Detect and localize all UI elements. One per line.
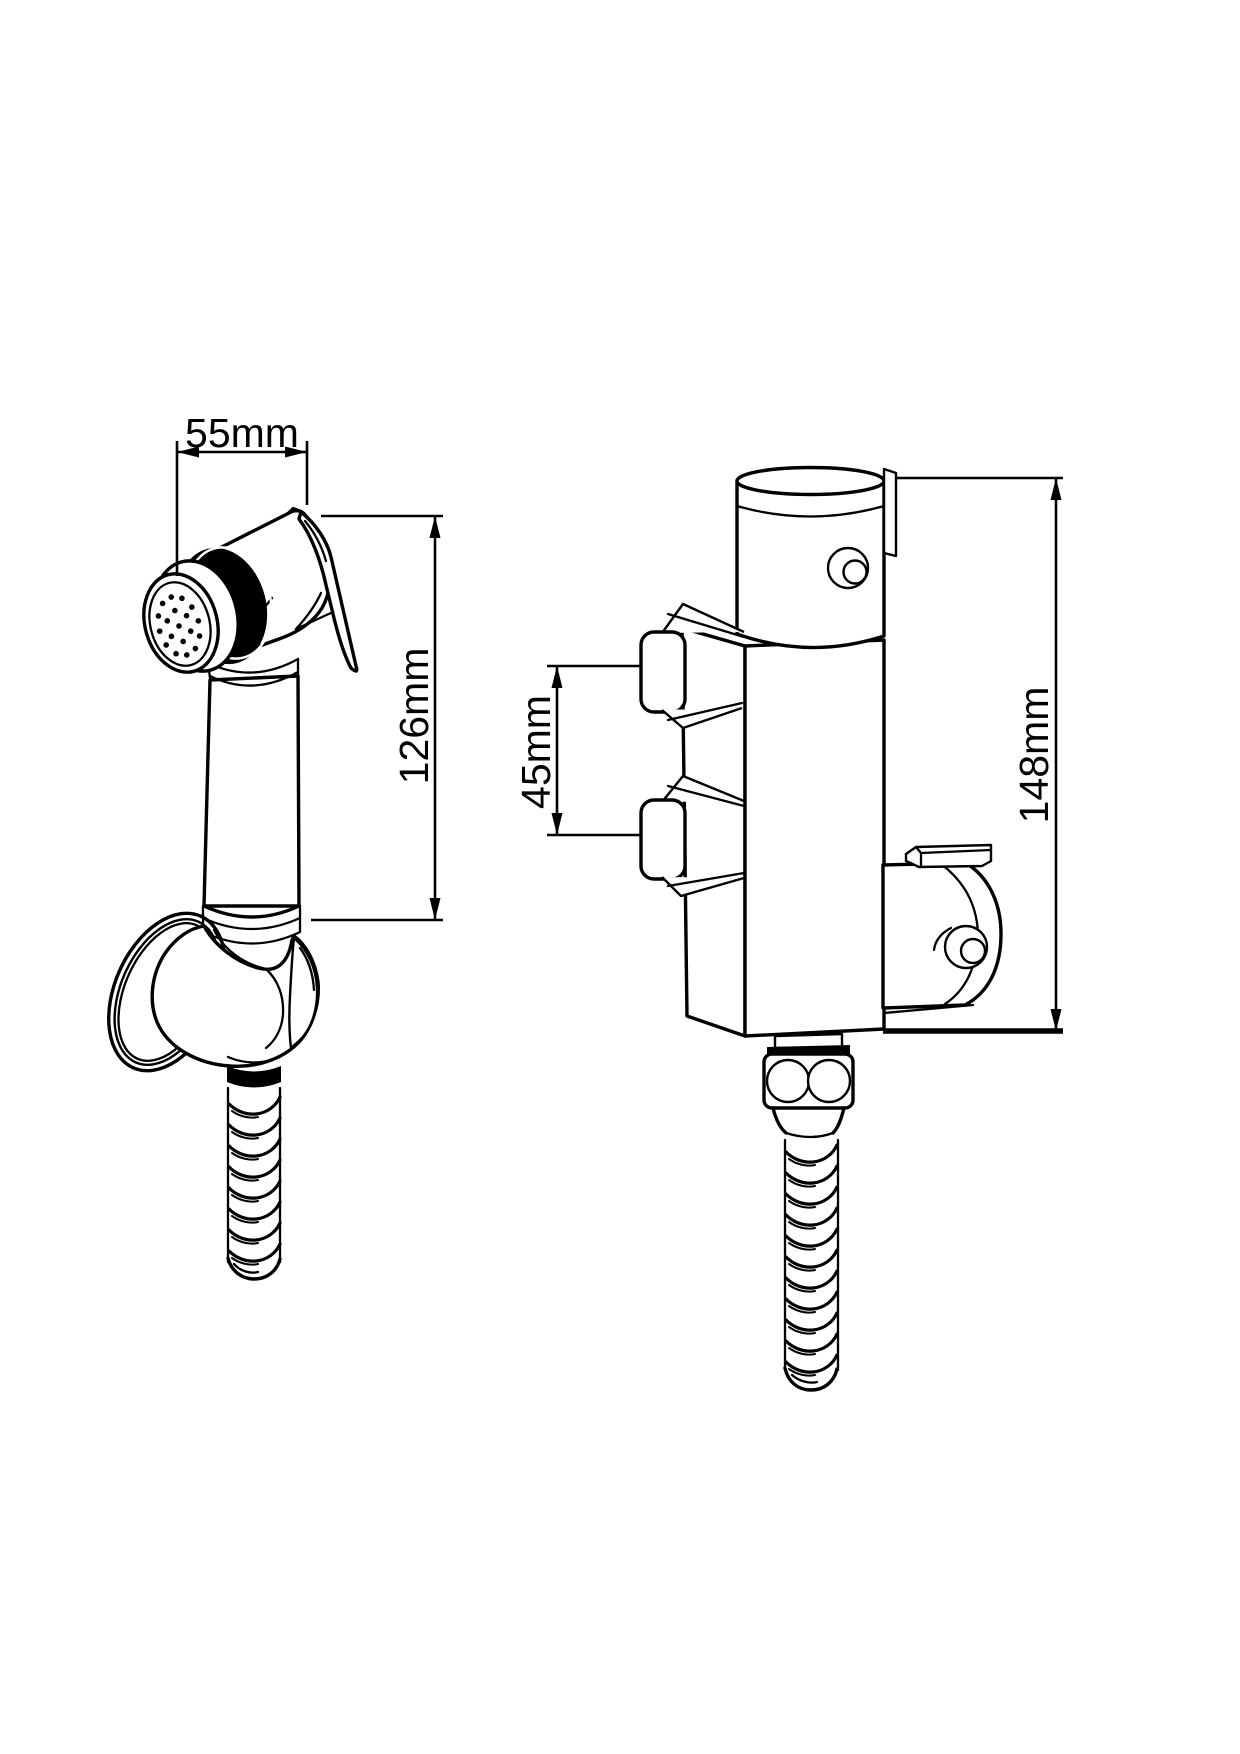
hose-left-end-inner (232, 1262, 260, 1274)
hose-left-end-cap (226, 1256, 282, 1281)
hose-ring (227, 1221, 282, 1246)
inlet-nut-bottom-lower-facet (661, 876, 745, 898)
hose-ring (784, 1164, 839, 1189)
dim-126-arrow-bottom (429, 898, 441, 920)
cradle-seam-line (264, 967, 285, 1050)
inlet-nut-top-facet-line (666, 612, 746, 639)
handle-body (202, 674, 301, 908)
outlet-taper (771, 1106, 846, 1135)
valve-cap (735, 465, 898, 650)
inlet-nut-bottom-face (639, 798, 687, 881)
hose-ring (227, 1116, 282, 1141)
hose-ring (784, 1248, 839, 1273)
cap-button-inner (842, 559, 868, 585)
hose-ring (784, 1332, 839, 1357)
cradle-hook-inner-line (298, 946, 316, 992)
trigger-blade-inner-line (303, 519, 328, 563)
hose-ring (784, 1311, 839, 1336)
hose-left-clamp-band (227, 1066, 281, 1088)
cap-top-ellipse (735, 465, 886, 497)
spray-head (142, 506, 332, 674)
hose-ring (784, 1227, 839, 1252)
spray-holes (155, 594, 203, 658)
outlet-connector (762, 1032, 855, 1139)
inlet-nut-top (639, 602, 746, 730)
dim-45-arrow-top (551, 666, 563, 688)
dim-126-arrow-top (429, 516, 441, 538)
handle-collar-bottom (201, 930, 302, 945)
outlet-taper-bottom (784, 1131, 835, 1139)
inlet-nut-bottom-facet (661, 774, 745, 803)
dim-55-arrow-left (177, 446, 199, 458)
trigger-blade (297, 510, 359, 673)
dim-55mm-label: 55mm (185, 410, 299, 456)
inlet-nut-top-face (639, 630, 687, 714)
drum-tab (904, 843, 993, 869)
hose-ring (227, 1158, 282, 1183)
dim-148-arrow-bottom (1050, 1009, 1062, 1031)
hose-ring (227, 1095, 282, 1120)
inlet-nut-top-lower-line (666, 701, 744, 722)
valve-body-front-face (743, 638, 886, 1038)
hose-right-sides (783, 1138, 840, 1372)
outlet-drum (881, 843, 1003, 1010)
drum-button-arc (932, 926, 953, 952)
trigger-lever (294, 510, 359, 673)
handle-collar-mid (201, 916, 302, 931)
outlet-nut-facet-right (806, 1058, 852, 1104)
inlet-nut-top-lower-facet (661, 706, 743, 730)
dim-valve-height: 148mm (883, 476, 1063, 1034)
handle-collar-top (202, 904, 301, 919)
hose-ring (784, 1206, 839, 1231)
hose-ring (227, 1137, 282, 1162)
drum-tab-lines (914, 845, 993, 869)
hose-left (226, 1055, 282, 1281)
hose-right-end-cap (783, 1366, 839, 1392)
spray-head-crest-notch (286, 506, 303, 515)
dim-head-width: 55mm (175, 410, 309, 576)
hose-right-rings (784, 1143, 839, 1378)
hose-ring (784, 1143, 839, 1168)
hose-right (783, 1138, 840, 1392)
dim-port-spacing: 45mm (513, 664, 642, 837)
hose-ring (784, 1185, 839, 1210)
inlet-nut-top-facet (661, 602, 745, 634)
spray-handle (201, 657, 302, 945)
trigger-flare-curve (294, 591, 323, 631)
dim-148-arrow-top (1050, 478, 1062, 500)
hose-right-end-inner (790, 1373, 819, 1384)
cap-band-line (735, 504, 886, 518)
hose-ring (227, 1200, 282, 1225)
inlet-nut-bottom-lower-line (666, 871, 746, 888)
drum-button-inner (959, 937, 987, 965)
outlet-nut-facet-left (765, 1058, 811, 1104)
hose-ring (227, 1179, 282, 1204)
dim-spray-length: 126mm (311, 514, 443, 922)
cap-cylinder (735, 479, 886, 650)
bracket-cradle (150, 924, 321, 1068)
hose-ring (784, 1290, 839, 1315)
hose-ring (227, 1242, 282, 1267)
dim-126mm-label: 126mm (391, 648, 437, 785)
dim-148mm-label: 148mm (1011, 687, 1057, 824)
cradle-rim-line (212, 928, 268, 971)
trigger-flare-lower (294, 610, 335, 631)
hose-left-clamp-ring (226, 1055, 282, 1064)
hose-left-rings (227, 1095, 282, 1267)
dimensions: 55mm 126mm 45mm 148mm (175, 410, 1063, 1034)
neck-ring-lower (208, 670, 300, 687)
nozzle-face-inner (148, 581, 212, 667)
dim-45mm-label: 45mm (513, 695, 559, 809)
hose-ring (784, 1269, 839, 1294)
inlet-nut-bottom-facet-line (666, 784, 746, 808)
valve-assembly (639, 465, 1003, 1392)
valve-body-left-face (680, 626, 747, 1038)
hose-ring (784, 1353, 839, 1378)
cap-rear-tab (882, 467, 898, 558)
spray-assembly (107, 506, 359, 1281)
dim-45-arrow-bottom (551, 813, 563, 835)
inlet-nut-bottom (639, 774, 746, 898)
dim-55-arrow-right (285, 446, 307, 458)
